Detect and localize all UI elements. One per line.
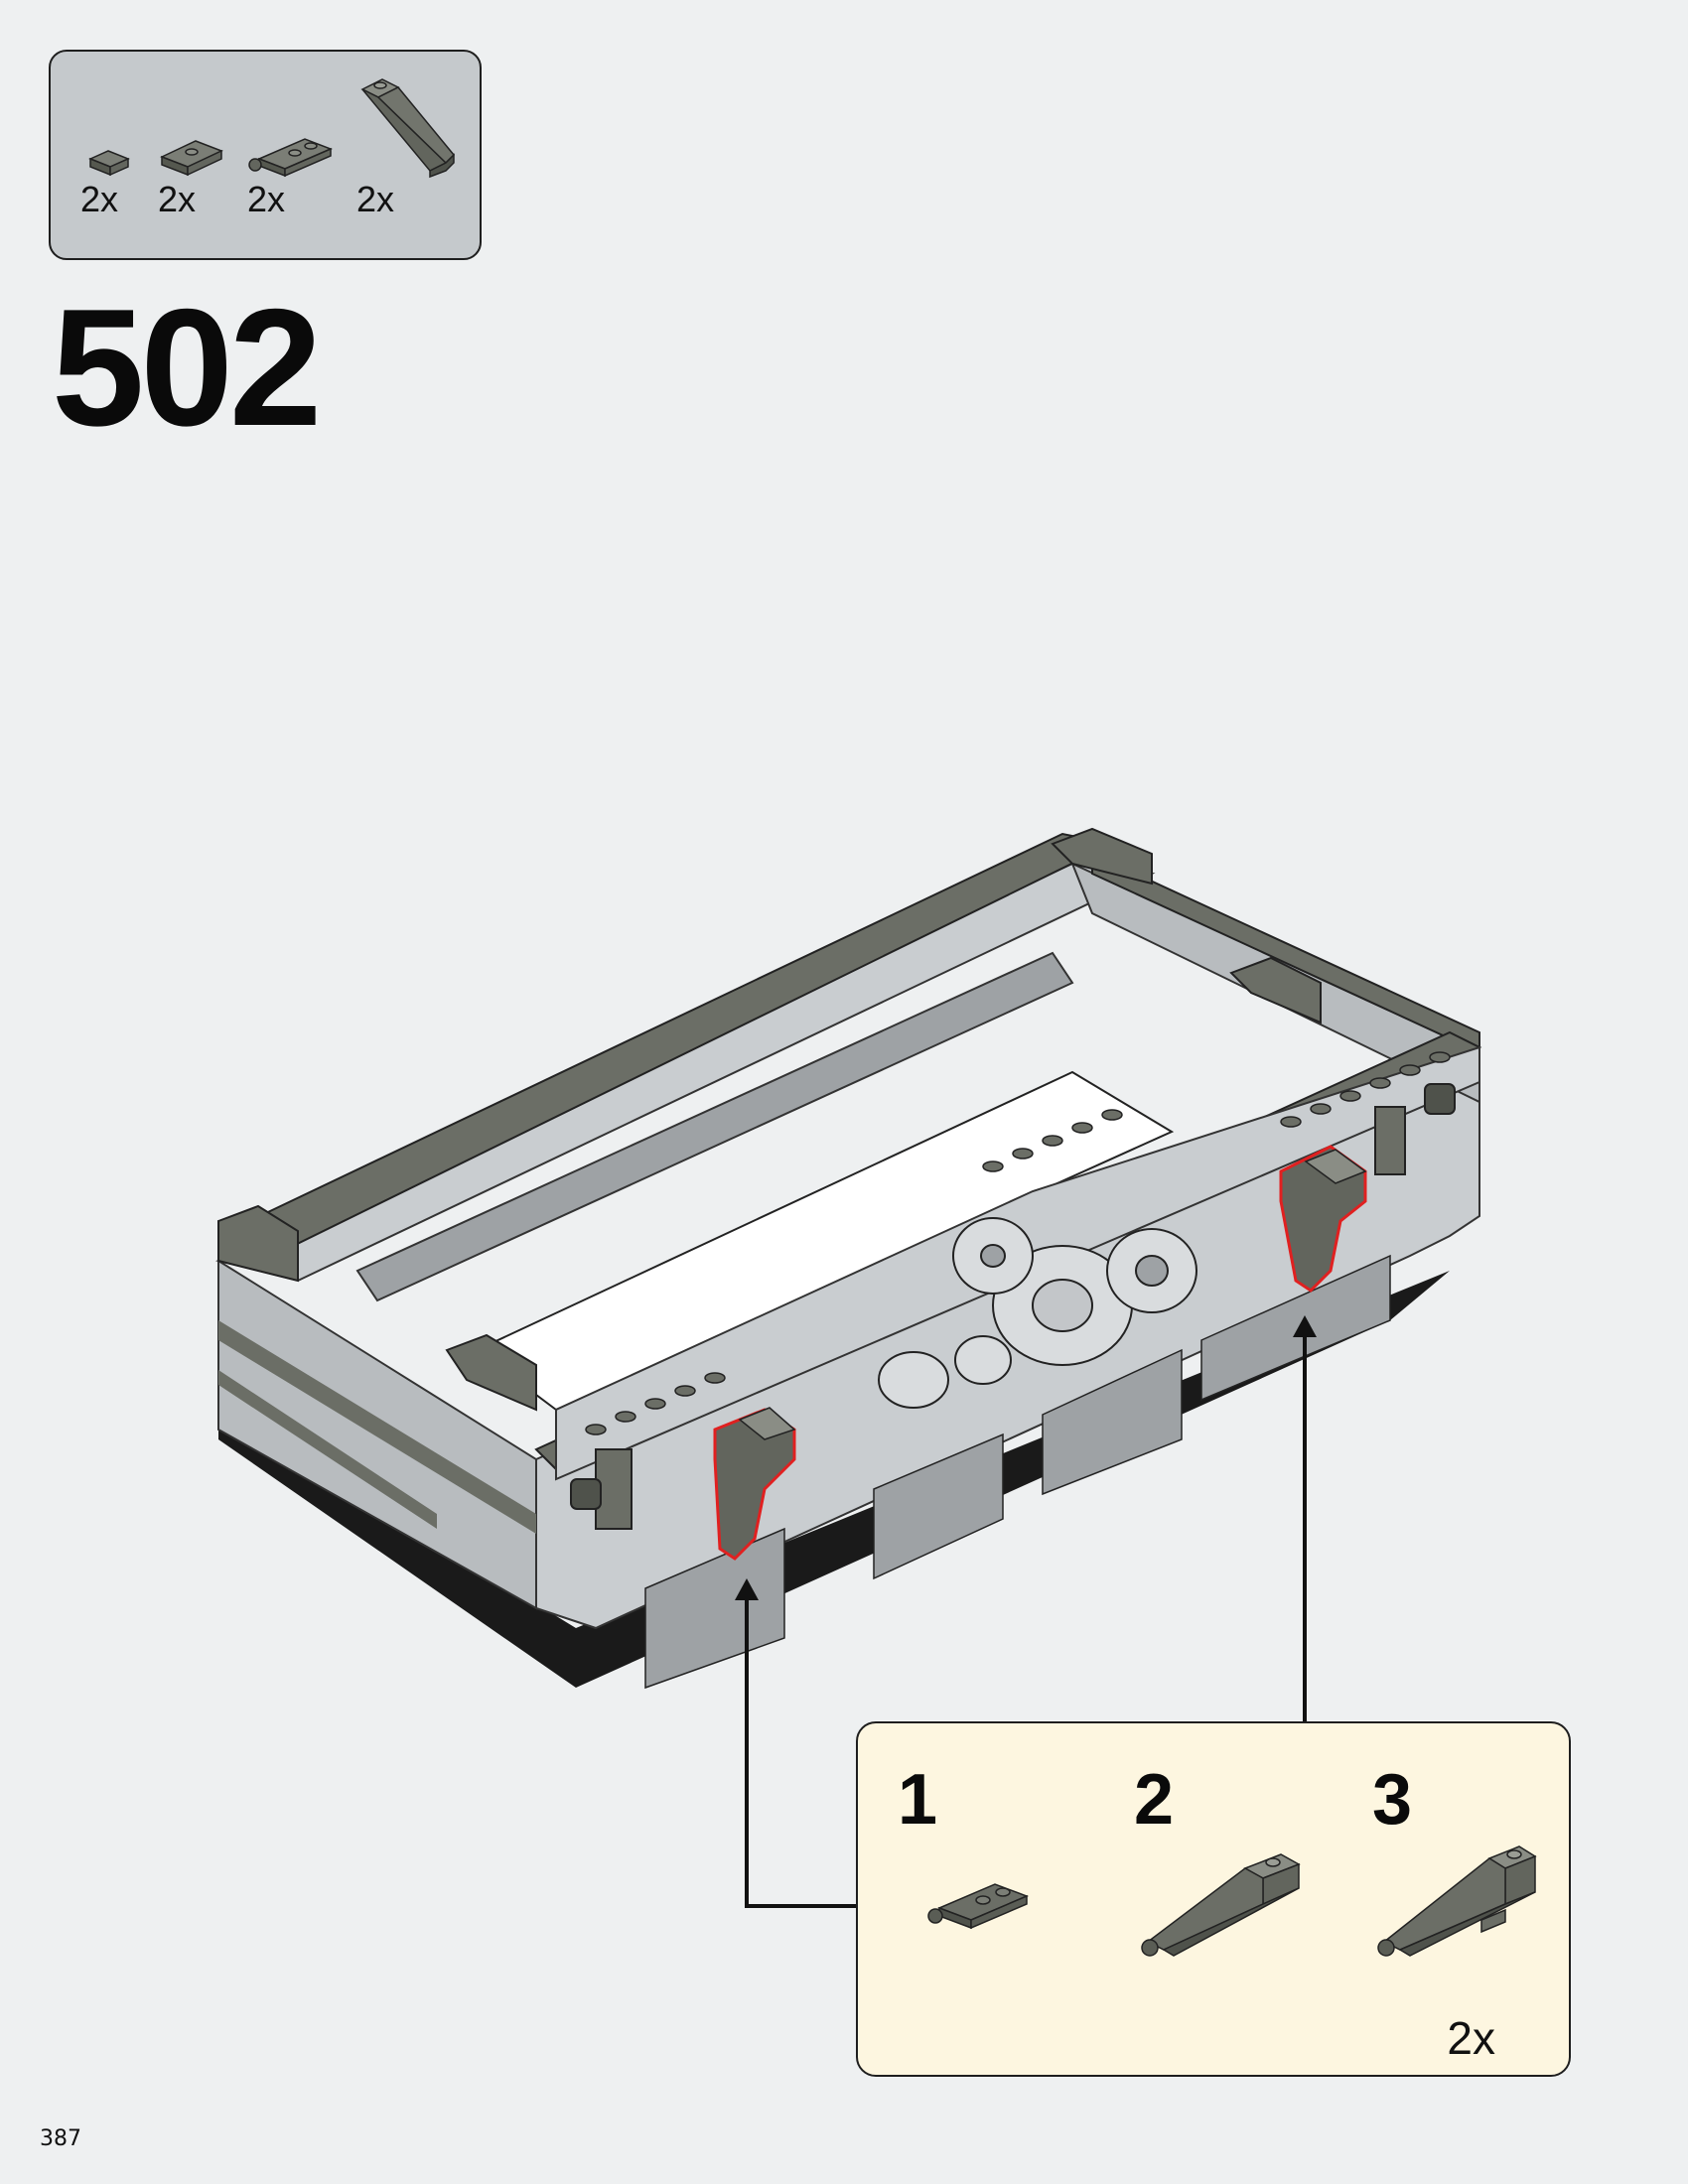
grille-panels bbox=[644, 1254, 1391, 1690]
sub-step-number: 1 bbox=[898, 1760, 938, 1840]
part-qty: 2x bbox=[158, 179, 197, 219]
sub-step-number: 2 bbox=[1134, 1760, 1175, 1840]
sub-assembly-box: 1 2 3 2x bbox=[856, 1721, 1571, 2077]
plate-clip-icon bbox=[248, 138, 333, 178]
part-qty: 2x bbox=[356, 179, 395, 219]
plate-1x1-icon bbox=[88, 150, 130, 177]
sub-step-number: 3 bbox=[1372, 1760, 1413, 1840]
plate-clip-icon bbox=[927, 1883, 1030, 1930]
part-qty: 2x bbox=[247, 179, 286, 219]
new-slope-part-right bbox=[1279, 1145, 1367, 1293]
plate-1x2-jumper-icon bbox=[160, 140, 223, 177]
parts-list-box: 2x 2x 2x 2x bbox=[49, 50, 482, 260]
slope-curved-icon bbox=[1141, 1853, 1301, 1957]
slope-assembly-icon bbox=[1377, 1845, 1537, 1957]
arrow-head-right bbox=[1293, 1315, 1317, 1337]
gear-mechanism bbox=[878, 1217, 1197, 1409]
new-slope-part-left bbox=[713, 1407, 796, 1561]
callout-arrows bbox=[745, 1320, 1307, 1908]
step-number: 502 bbox=[52, 274, 322, 461]
slope-curved-icon bbox=[360, 78, 456, 179]
arrow-head-left bbox=[735, 1578, 759, 1600]
page-number: 387 bbox=[40, 2126, 81, 2151]
part-qty: 2x bbox=[80, 179, 119, 219]
sub-assembly-qty: 2x bbox=[1447, 2012, 1495, 2064]
